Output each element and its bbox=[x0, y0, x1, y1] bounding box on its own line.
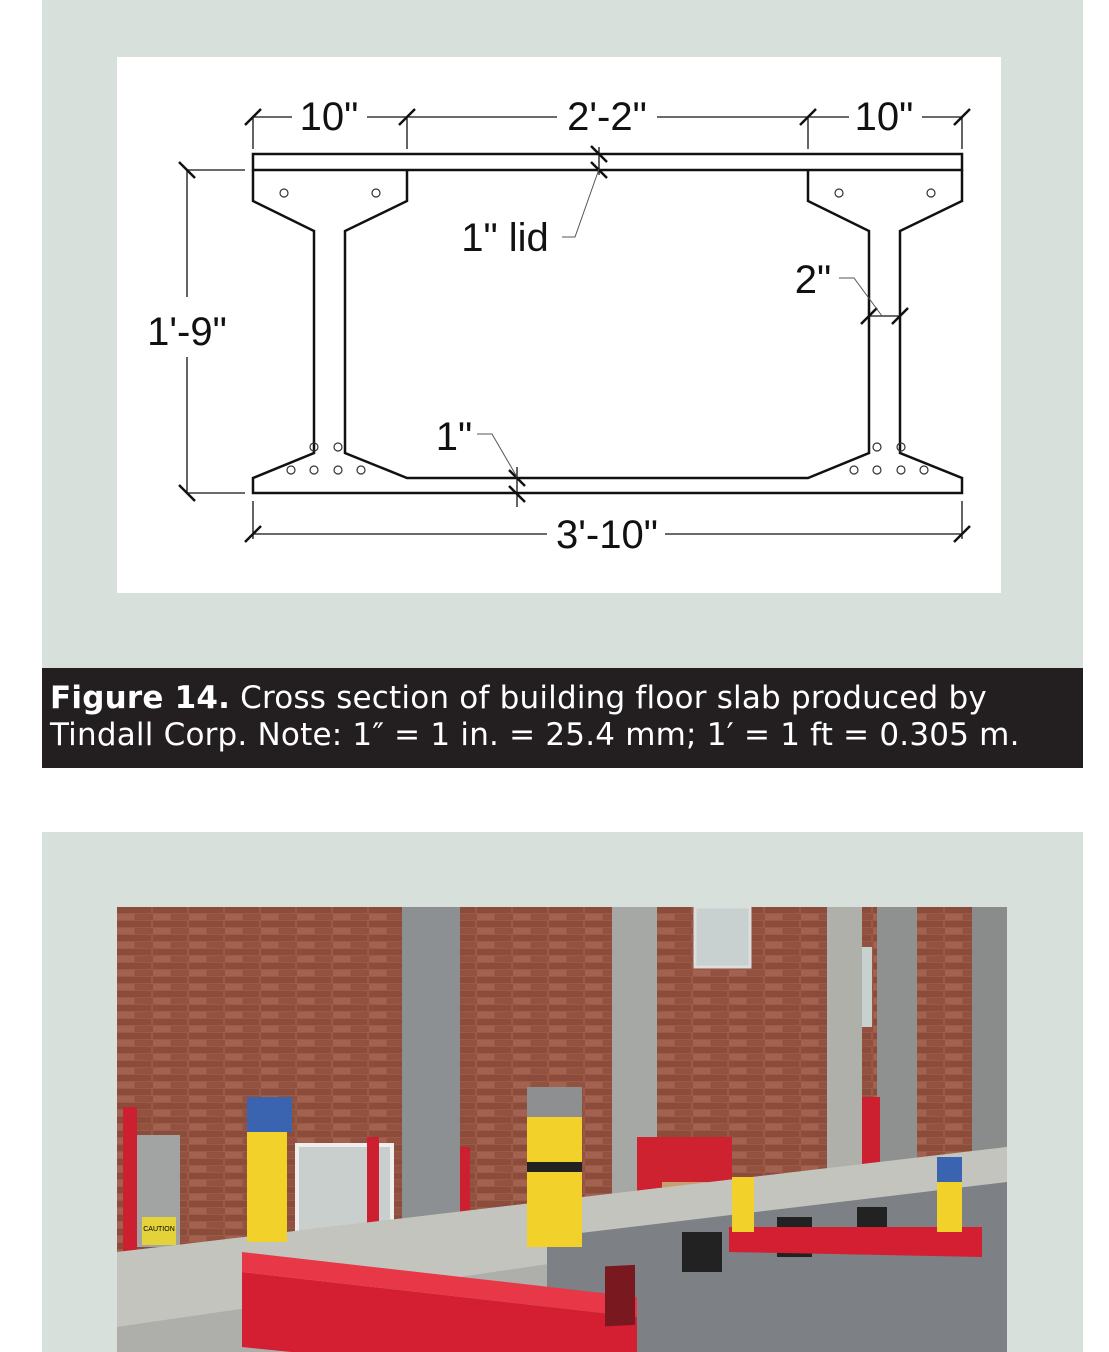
dim-bottom: 1" bbox=[436, 415, 472, 459]
cross-section-drawing: 10" 2'-2" 10" 1'-9" 1" lid 2" 1" 3'-10" bbox=[117, 57, 1001, 593]
caption-line2: Tindall Corp. Note: 1″ = 1 in. = 25.4 mm… bbox=[50, 717, 1020, 753]
cross-section-diagram: 10" 2'-2" 10" 1'-9" 1" lid 2" 1" 3'-10" bbox=[147, 95, 971, 557]
figure-15-panel: CAUTION bbox=[42, 832, 1083, 1352]
svg-text:CAUTION: CAUTION bbox=[143, 1226, 175, 1233]
lid-outline bbox=[251, 152, 964, 172]
figure-14-panel: 10" 2'-2" 10" 1'-9" 1" lid 2" 1" 3'-10" bbox=[42, 0, 1083, 668]
caution-sign bbox=[142, 1217, 176, 1245]
figure-caption: Figure 14. Cross section of building flo… bbox=[42, 668, 1083, 768]
photo-illustration: CAUTION bbox=[117, 907, 1007, 1352]
slab-outline bbox=[251, 170, 964, 495]
dim-lid: 1" lid bbox=[461, 216, 549, 260]
test-setup-photo: CAUTION bbox=[117, 907, 1007, 1352]
dim-top-middle: 2'-2" bbox=[567, 95, 647, 139]
dim-overall-width: 3'-10" bbox=[556, 513, 658, 557]
caption-label: Figure 14. bbox=[50, 680, 231, 716]
dim-height: 1'-9" bbox=[147, 310, 227, 354]
dim-top-right-flange: 10" bbox=[855, 95, 914, 139]
dim-top-left-flange: 10" bbox=[300, 95, 359, 139]
dim-web: 2" bbox=[795, 258, 831, 302]
caption-line1: Cross section of building floor slab pro… bbox=[230, 680, 987, 716]
